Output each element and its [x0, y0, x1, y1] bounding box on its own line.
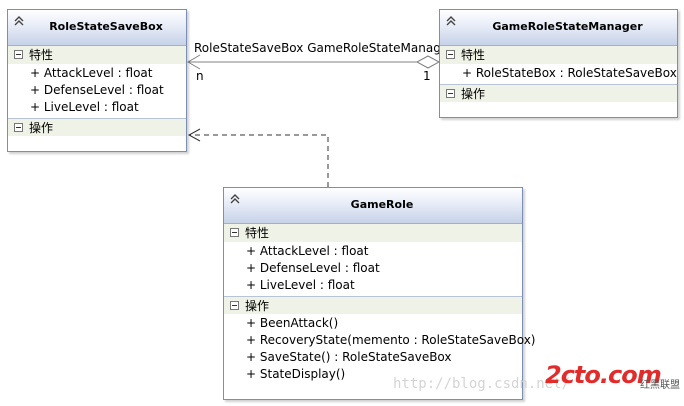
class-game-role[interactable]: GameRole 特性 + AttackLevel : float + Defe… [223, 187, 536, 400]
operations-label: 操作 [461, 87, 486, 101]
class-name: GameRole [350, 198, 414, 211]
watermark-url: http://blog.csdn.net/ [393, 376, 571, 392]
operation-list: + BeenAttack() + RecoveryState(memento :… [224, 314, 536, 385]
watermark-logo: 2cto.com [545, 361, 662, 389]
collapse-minus-icon[interactable] [446, 50, 455, 59]
attribute-item[interactable]: + AttackLevel : float [246, 244, 369, 258]
dependency-arrowhead [187, 128, 201, 142]
collapse-minus-icon[interactable] [14, 50, 23, 59]
operations-section-header[interactable]: 操作 [8, 118, 186, 136]
operation-item[interactable]: + StateDisplay() [246, 367, 346, 381]
class-name: RoleStateSaveBox [49, 20, 163, 33]
aggregation-label: RoleStateSaveBox GameRoleStateManager [194, 41, 454, 55]
collapse-chevron-icon[interactable] [229, 193, 241, 205]
collapse-minus-icon[interactable] [230, 301, 239, 310]
operations-section-header[interactable]: 操作 [224, 296, 522, 314]
operations-label: 操作 [29, 121, 54, 135]
class-header: RoleStateSaveBox [8, 10, 186, 46]
class-header: GameRoleStateManager [440, 10, 677, 46]
attributes-section-header[interactable]: 特性 [440, 46, 677, 64]
collapse-chevron-icon[interactable] [13, 15, 25, 27]
collapse-minus-icon[interactable] [446, 89, 455, 98]
attribute-item[interactable]: + LiveLevel : float [246, 278, 355, 292]
attributes-label: 特性 [461, 48, 486, 62]
class-role-state-save-box[interactable]: RoleStateSaveBox 特性 + AttackLevel : floa… [7, 9, 187, 152]
aggregation-diamond [415, 55, 441, 69]
attribute-item[interactable]: + RoleStateBox : RoleStateSaveBox [462, 66, 677, 80]
operation-item[interactable]: + RecoveryState(memento : RoleStateSaveB… [246, 333, 536, 347]
attributes-label: 特性 [245, 226, 270, 240]
attributes-section-header[interactable]: 特性 [8, 46, 186, 64]
watermark-logo-subtext: 红黑联盟 [640, 380, 680, 391]
operations-section-header[interactable]: 操作 [440, 84, 677, 102]
attribute-item[interactable]: + LiveLevel : float [30, 100, 139, 114]
attribute-item[interactable]: + AttackLevel : float [30, 66, 153, 80]
collapse-minus-icon[interactable] [230, 228, 239, 237]
class-game-role-state-manager[interactable]: GameRoleStateManager 特性 + RoleStateBox :… [439, 9, 678, 118]
class-header: GameRole [224, 188, 522, 224]
operations-label: 操作 [245, 299, 270, 313]
attributes-label: 特性 [29, 48, 54, 62]
operation-item[interactable]: + BeenAttack() [246, 316, 339, 330]
attribute-item[interactable]: + DefenseLevel : float [246, 261, 380, 275]
attribute-list: + AttackLevel : float + DefenseLevel : f… [224, 242, 522, 296]
collapse-chevron-icon[interactable] [445, 15, 457, 27]
class-name: GameRoleStateManager [492, 20, 643, 33]
aggregation-arrowhead [187, 54, 201, 70]
attribute-list: + AttackLevel : float + DefenseLevel : f… [8, 64, 186, 118]
attributes-section-header[interactable]: 特性 [224, 224, 522, 242]
collapse-minus-icon[interactable] [14, 123, 23, 132]
attribute-list: + RoleStateBox : RoleStateSaveBox [440, 64, 677, 84]
multiplicity-target: 1 [423, 69, 431, 83]
dependency-line[interactable] [190, 134, 329, 187]
operation-item[interactable]: + SaveState() : RoleStateSaveBox [246, 350, 452, 364]
multiplicity-source: n [196, 69, 204, 83]
attribute-item[interactable]: + DefenseLevel : float [30, 83, 164, 97]
